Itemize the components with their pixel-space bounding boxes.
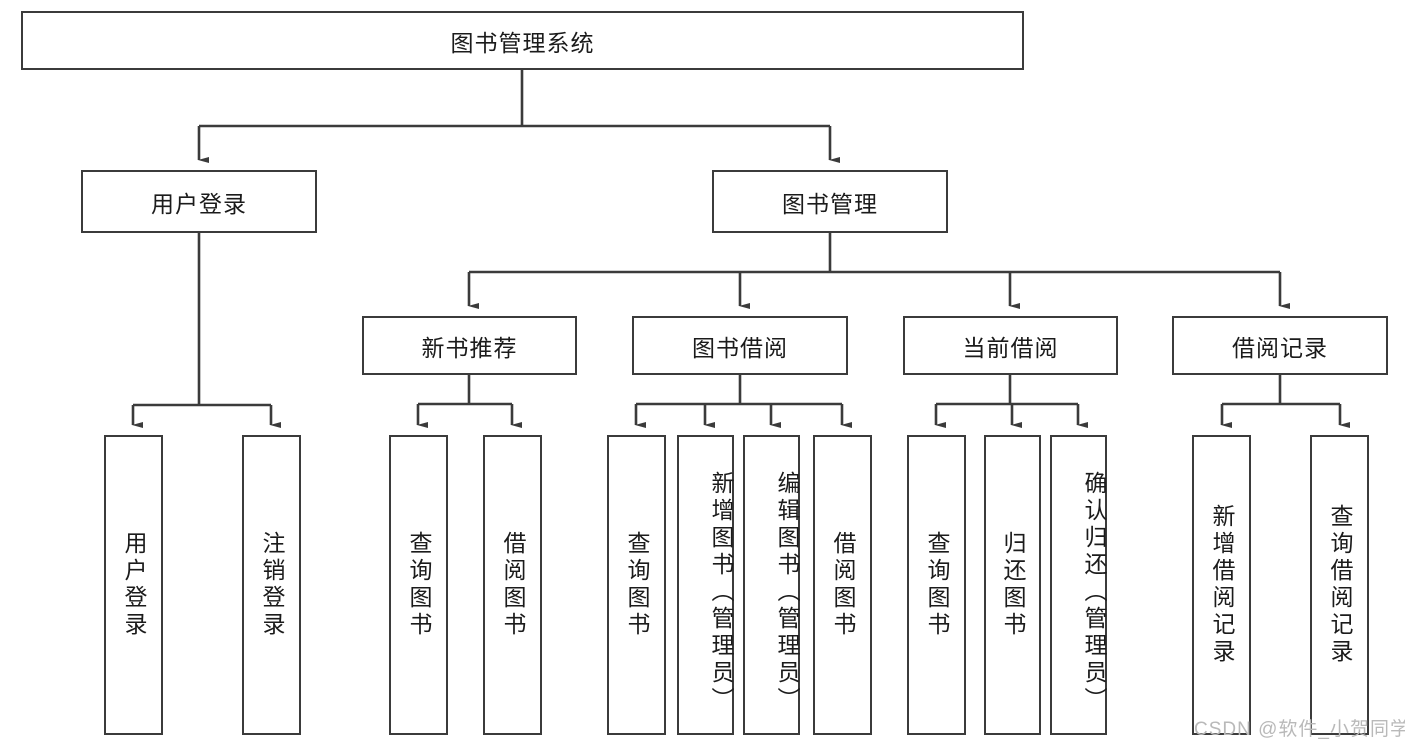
leaf-rcd-add-record-label: 新增借阅记录 <box>1209 504 1235 666</box>
watermark: CSDN @软件_小贺同学 <box>1194 719 1405 740</box>
node-root-label: 图书管理系统 <box>450 29 595 56</box>
leaf-borrow-query-book-label: 查询图书 <box>624 531 650 639</box>
leaf-cur-confirm-return-label: 确认归还（管理员） <box>1081 470 1107 714</box>
leaf-borrow-add-book-label: 新增图书（管理员） <box>708 470 734 714</box>
node-borrow-record-label: 借阅记录 <box>1232 334 1328 361</box>
leaf-logout[interactable]: 注销登录 <box>242 435 301 735</box>
leaf-cur-query-book[interactable]: 查询图书 <box>907 435 966 735</box>
leaf-borrow-borrow-book[interactable]: 借阅图书 <box>813 435 872 735</box>
leaf-cur-return-book[interactable]: 归还图书 <box>984 435 1041 735</box>
node-book-borrow-label: 图书借阅 <box>692 334 788 361</box>
node-new-book-rec[interactable]: 新书推荐 <box>362 316 577 375</box>
node-root[interactable]: 图书管理系统 <box>21 11 1024 70</box>
node-current-borrow-label: 当前借阅 <box>962 334 1059 361</box>
leaf-rec-query-book-label: 查询图书 <box>406 531 432 639</box>
node-user-login[interactable]: 用户登录 <box>81 170 317 233</box>
node-user-login-label: 用户登录 <box>151 190 247 217</box>
leaf-cur-query-book-label: 查询图书 <box>924 531 950 639</box>
leaf-rcd-query-record[interactable]: 查询借阅记录 <box>1310 435 1369 735</box>
leaf-rec-query-book[interactable]: 查询图书 <box>389 435 448 735</box>
node-borrow-record[interactable]: 借阅记录 <box>1172 316 1388 375</box>
leaf-borrow-edit-book[interactable]: 编辑图书（管理员） <box>743 435 800 735</box>
leaf-borrow-add-book[interactable]: 新增图书（管理员） <box>677 435 734 735</box>
node-book-manage[interactable]: 图书管理 <box>712 170 948 233</box>
leaf-user-login[interactable]: 用户登录 <box>104 435 163 735</box>
node-current-borrow[interactable]: 当前借阅 <box>903 316 1118 375</box>
node-book-borrow[interactable]: 图书借阅 <box>632 316 848 375</box>
leaf-borrow-edit-book-label: 编辑图书（管理员） <box>774 470 800 714</box>
leaf-user-login-label: 用户登录 <box>121 531 147 639</box>
leaf-logout-label: 注销登录 <box>259 531 285 639</box>
leaf-rcd-add-record[interactable]: 新增借阅记录 <box>1192 435 1251 735</box>
node-book-manage-label: 图书管理 <box>782 190 878 217</box>
leaf-borrow-borrow-book-label: 借阅图书 <box>830 531 856 639</box>
leaf-borrow-query-book[interactable]: 查询图书 <box>607 435 666 735</box>
node-new-book-rec-label: 新书推荐 <box>421 334 518 361</box>
leaf-rec-borrow-book[interactable]: 借阅图书 <box>483 435 542 735</box>
leaf-rcd-query-record-label: 查询借阅记录 <box>1327 504 1353 666</box>
leaf-rec-borrow-book-label: 借阅图书 <box>500 531 526 639</box>
leaf-cur-confirm-return[interactable]: 确认归还（管理员） <box>1050 435 1107 735</box>
leaf-cur-return-book-label: 归还图书 <box>1000 531 1026 639</box>
